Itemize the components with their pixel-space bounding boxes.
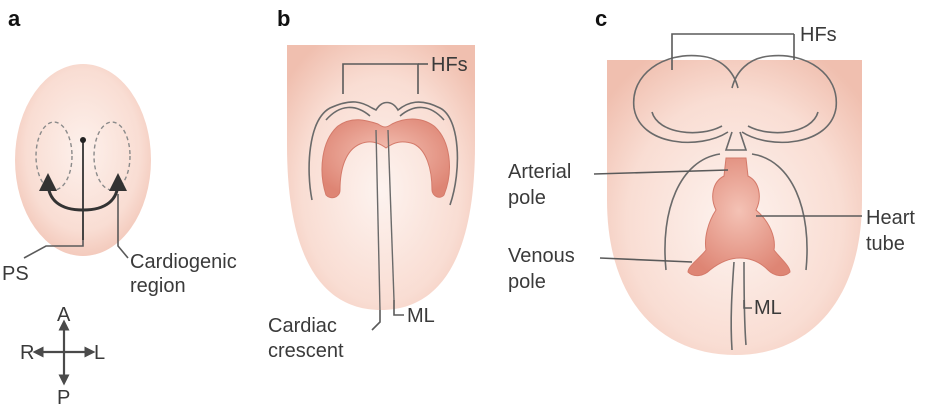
compass-left: L	[94, 342, 105, 364]
cardiogenic-label-line2: region	[130, 275, 186, 297]
panel-a-letter: a	[8, 6, 21, 31]
compass-right: R	[20, 342, 34, 364]
node-dot	[80, 137, 86, 143]
panel-b: b HFs ML Cardiac crescent	[268, 6, 475, 362]
cardiogenic-label-line1: Cardiogenic	[130, 251, 237, 273]
venous-label-line2: pole	[508, 271, 546, 293]
arterial-label-line1: Arterial	[508, 161, 571, 183]
arterial-label-line2: pole	[508, 187, 546, 209]
cardiac-label-line2: crescent	[268, 340, 344, 362]
panel-c: c HFs Arterial pole Venous pole Heart tu…	[508, 6, 915, 355]
panel-c-letter: c	[595, 6, 607, 31]
heart-label-line1: Heart	[866, 207, 915, 229]
panel-a: a PS Cardiogenic region A P R L	[2, 6, 237, 409]
heart-label-line2: tube	[866, 233, 905, 255]
venous-label-line1: Venous	[508, 245, 575, 267]
orientation-compass: A P R L	[20, 304, 105, 409]
panel-c-hfs-label: HFs	[800, 24, 837, 46]
panel-b-ml-label: ML	[407, 305, 435, 327]
panel-c-ml-label: ML	[754, 297, 782, 319]
cardiac-crescent-leader	[372, 310, 380, 330]
ps-label: PS	[2, 263, 29, 285]
panel-b-letter: b	[277, 6, 290, 31]
compass-posterior: P	[57, 387, 70, 409]
compass-anterior: A	[57, 304, 71, 326]
cardiac-label-line1: Cardiac	[268, 315, 337, 337]
panel-b-hfs-label: HFs	[431, 54, 468, 76]
